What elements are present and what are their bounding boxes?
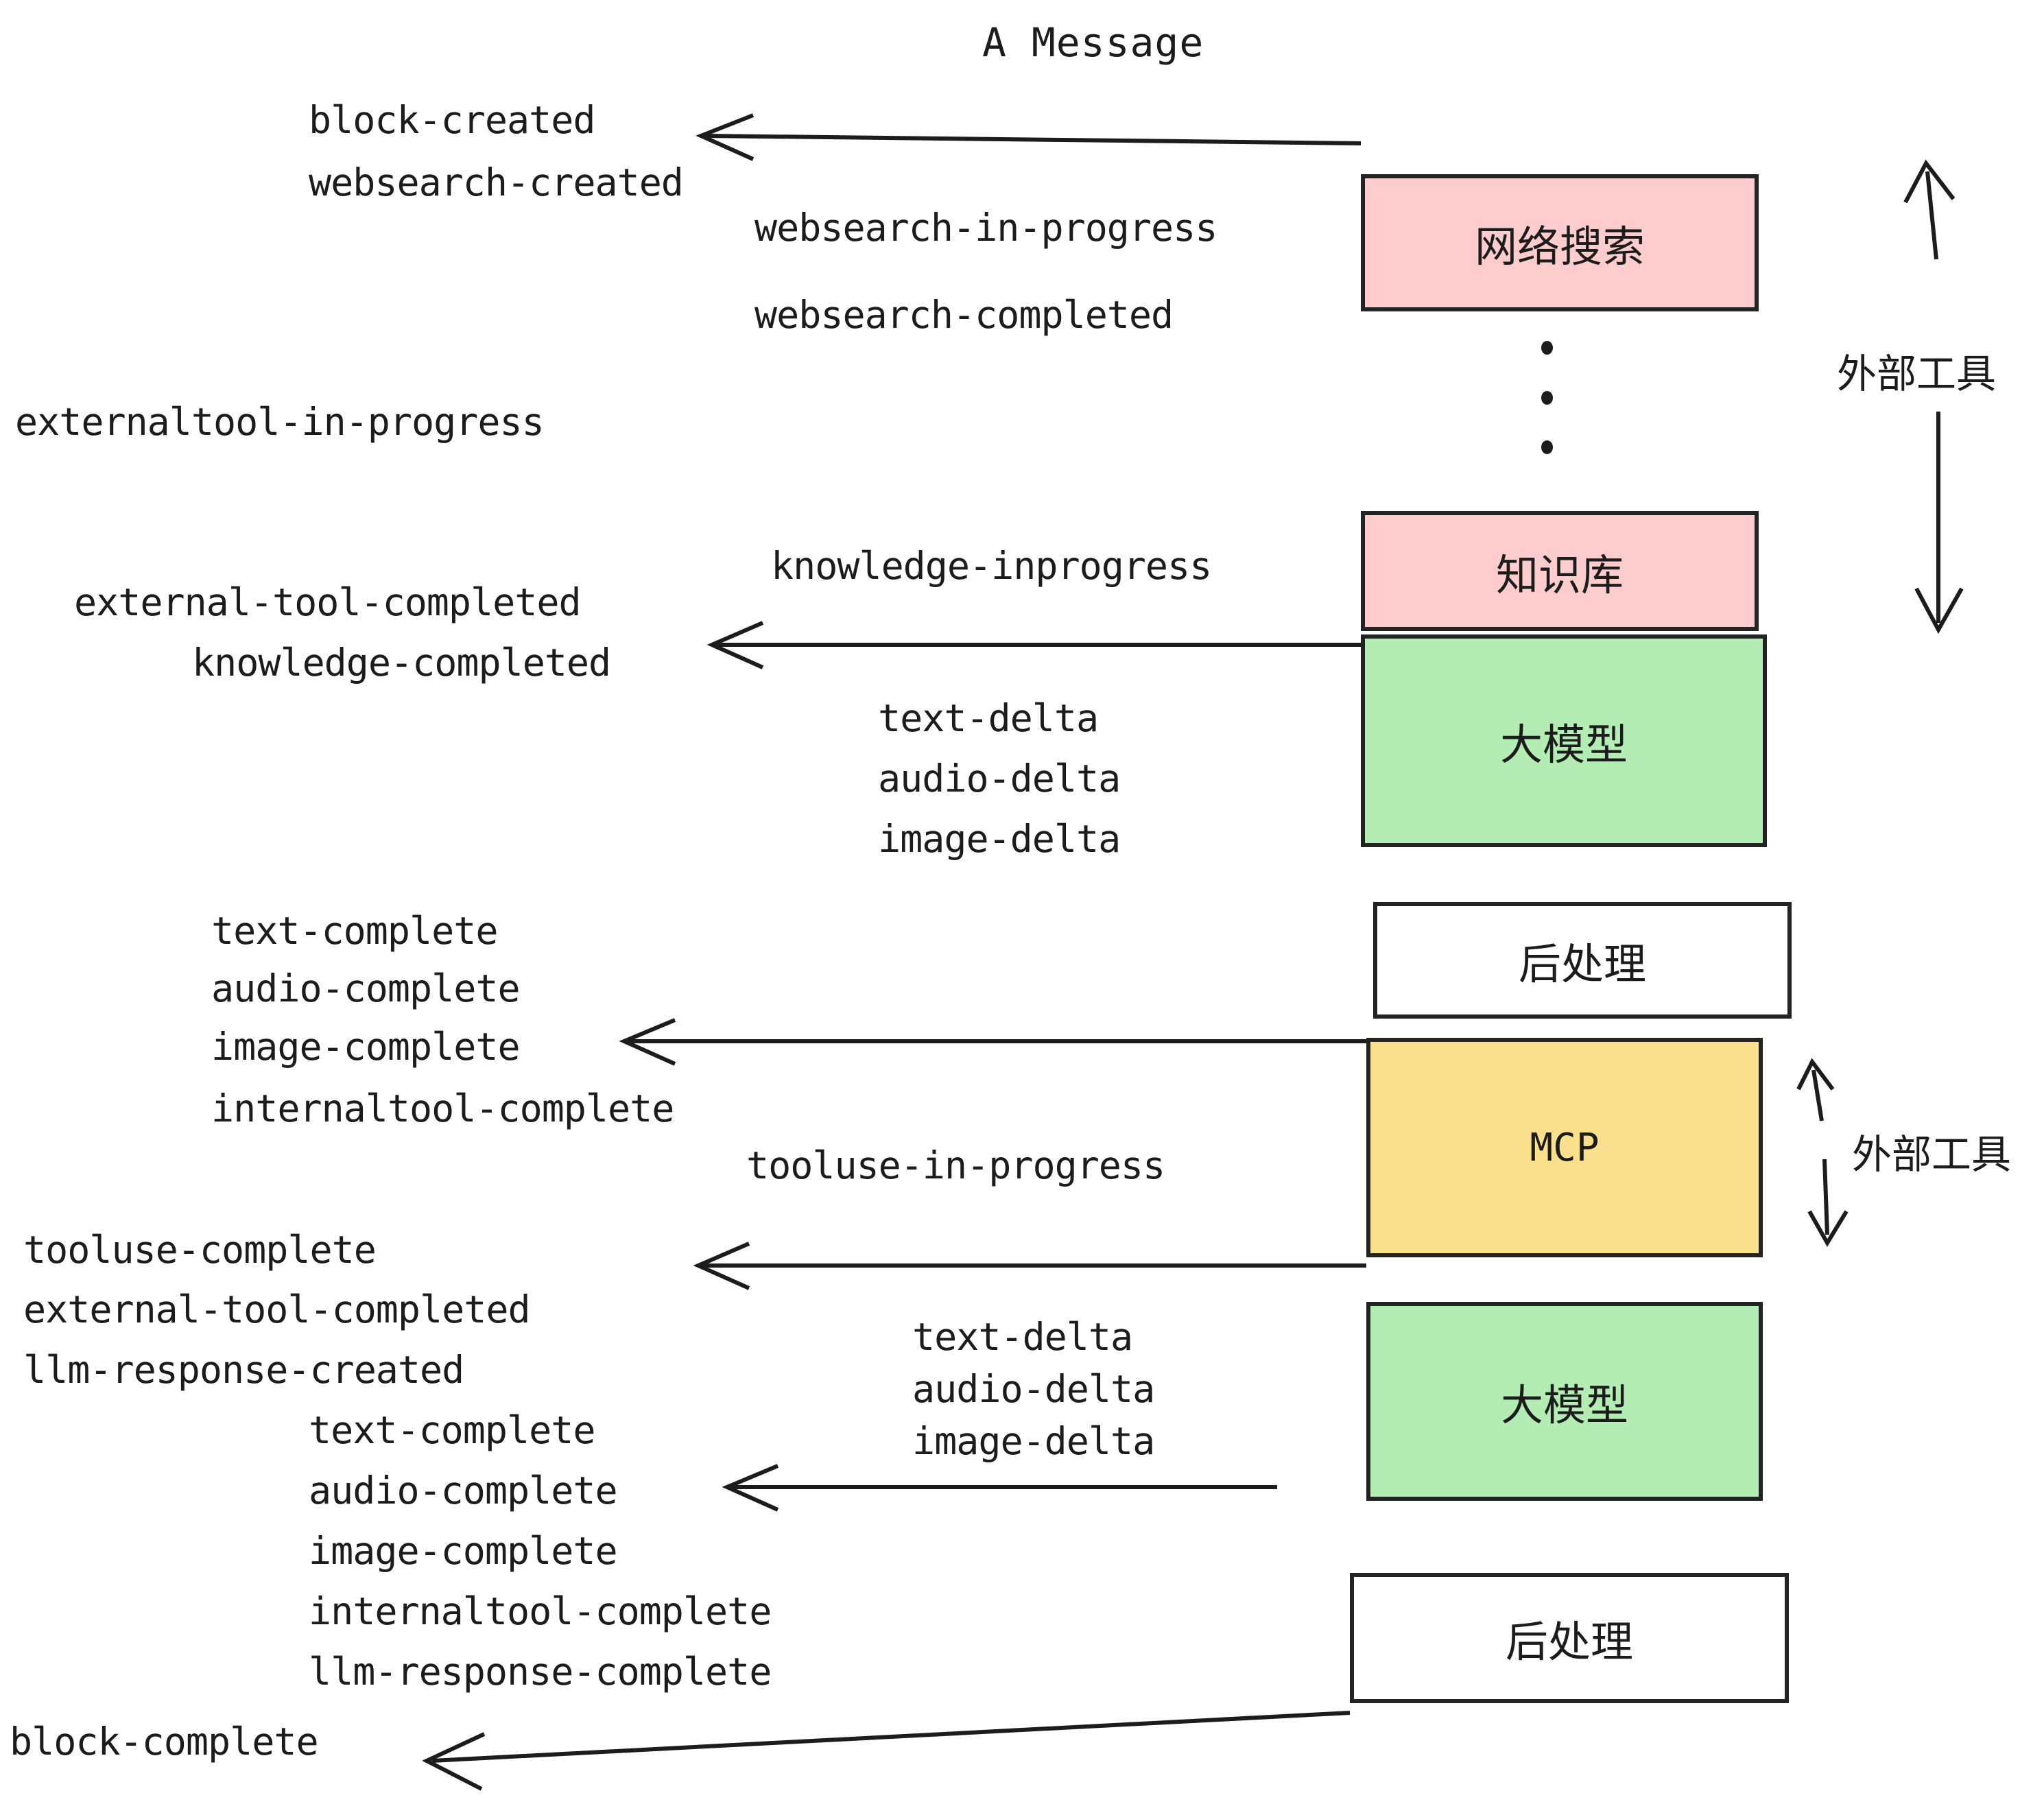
event-label-image-delta-2: image-delta xyxy=(912,1419,1155,1463)
component-box-label: 后处理 xyxy=(1518,939,1646,989)
component-box-websearch[interactable]: 网络搜索 xyxy=(1361,174,1759,311)
event-label-text-delta-1: text-delta xyxy=(878,696,1099,740)
arrow-mcp-to-tooluse-complete xyxy=(693,1242,1366,1290)
event-label-websearch-completed: websearch-completed xyxy=(754,293,1174,337)
diagram-title: A Message xyxy=(982,19,1204,66)
arrow-llm-to-knowledge-completed xyxy=(706,621,1361,669)
arrow-postprocess-to-image-complete xyxy=(619,1018,1366,1066)
event-label-knowledge-completed: knowledge-completed xyxy=(192,641,611,685)
event-label-audio-complete-1: audio-complete xyxy=(211,966,521,1010)
event-label-audio-delta-1: audio-delta xyxy=(878,757,1121,800)
event-label-internaltool-complete-1: internaltool-complete xyxy=(211,1087,674,1130)
event-label-text-complete-2: text-complete xyxy=(309,1408,595,1452)
component-box-label: 大模型 xyxy=(1499,720,1628,770)
component-box-postprocess-bottom[interactable]: 后处理 xyxy=(1350,1573,1789,1703)
event-label-image-complete-2: image-complete xyxy=(309,1529,618,1573)
event-label-llm-response-complete: llm-response-complete xyxy=(309,1650,772,1694)
component-box-knowledge[interactable]: 知识库 xyxy=(1361,511,1759,631)
event-label-image-complete-1: image-complete xyxy=(211,1025,521,1069)
event-label-text-delta-2: text-delta xyxy=(912,1315,1133,1359)
event-label-tooluse-complete: tooluse-complete xyxy=(23,1228,377,1272)
event-label-block-complete: block-complete xyxy=(10,1720,319,1764)
component-box-label: 网络搜索 xyxy=(1474,222,1645,272)
event-label-block-created: block-created xyxy=(309,98,595,142)
component-box-label: 后处理 xyxy=(1505,1617,1633,1667)
component-box-postprocess-top[interactable]: 后处理 xyxy=(1373,902,1792,1019)
event-label-knowledge-inprogress: knowledge-inprogress xyxy=(771,544,1212,588)
component-box-label: MCP xyxy=(1530,1125,1600,1170)
event-label-text-complete-1: text-complete xyxy=(211,909,498,953)
side-annotation-external-tools-top: 外部工具 xyxy=(1837,351,1997,397)
event-label-llm-response-created: llm-response-created xyxy=(23,1348,464,1392)
event-label-image-delta-1: image-delta xyxy=(878,817,1121,861)
event-label-audio-delta-2: audio-delta xyxy=(912,1367,1155,1411)
component-box-mcp[interactable]: MCP xyxy=(1366,1038,1763,1257)
event-label-websearch-created: websearch-created xyxy=(309,161,684,204)
event-label-external-tool-completed-2: external-tool-completed xyxy=(23,1287,531,1331)
event-label-websearch-in-progress: websearch-in-progress xyxy=(754,206,1217,250)
arrow-websearch-to-block-created xyxy=(696,113,1362,161)
arrow-postprocess-to-block-complete xyxy=(422,1711,1351,1791)
component-box-label: 知识库 xyxy=(1495,549,1624,600)
event-label-tooluse-in-progress: tooluse-in-progress xyxy=(746,1143,1165,1187)
side-annotation-external-tools-bottom: 外部工具 xyxy=(1852,1131,2012,1178)
component-box-label: 大模型 xyxy=(1500,1380,1628,1430)
event-label-external-tool-completed-1: external-tool-completed xyxy=(74,580,582,624)
event-label-internaltool-complete-2: internaltool-complete xyxy=(309,1589,772,1633)
component-box-llm-top[interactable]: 大模型 xyxy=(1361,634,1767,847)
component-box-llm-bottom[interactable]: 大模型 xyxy=(1366,1302,1763,1501)
arrow-llm-bottom-to-audio-complete xyxy=(722,1464,1277,1512)
event-label-externaltool-in-progress: externaltool-in-progress xyxy=(15,400,545,444)
arrow-external-tools-bottom xyxy=(1796,1058,1849,1247)
event-label-audio-complete-2: audio-complete xyxy=(309,1469,618,1512)
vertical-ellipsis-icon xyxy=(1540,341,1554,454)
